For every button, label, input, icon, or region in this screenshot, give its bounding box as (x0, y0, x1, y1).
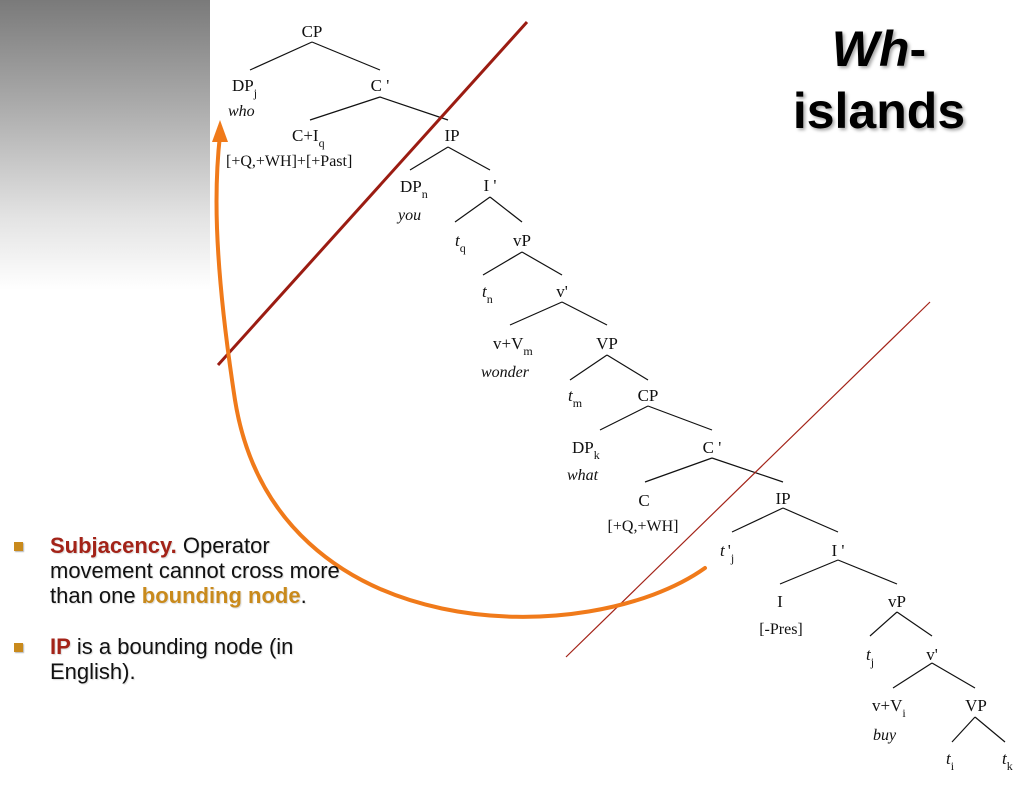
node-vp-small-1: vP (513, 231, 531, 250)
slide-title: Wh-islands (792, 21, 966, 139)
bullet-subjacency: Subjacency. Operator movement cannot cro… (12, 533, 352, 608)
node-i-2: I (777, 592, 783, 611)
node-c-i-q: C+Iq (292, 126, 325, 150)
trace-t-j: tj (866, 645, 874, 669)
word-you: you (396, 207, 421, 224)
bullet-list: Subjacency. Operator movement cannot cro… (12, 533, 352, 710)
word-who: who (228, 103, 255, 120)
node-cp-2: CP (638, 386, 659, 405)
trace-t-i: ti (946, 749, 955, 773)
node-v-v-m: v+Vm (493, 334, 533, 358)
node-dp-n: DPn (400, 177, 428, 201)
node-ip-1: IP (444, 126, 459, 145)
node-v-v-i: v+Vi (872, 696, 906, 720)
trace-t-q: tq (455, 231, 466, 255)
features-i-2: [-Pres] (759, 621, 803, 638)
word-what: what (567, 467, 599, 484)
node-i-bar-2: I ' (832, 541, 845, 560)
node-vp-small-2: vP (888, 592, 906, 611)
node-c-2: C (638, 491, 649, 510)
node-c-bar-1: C ' (371, 76, 390, 95)
word-wonder: wonder (481, 364, 530, 381)
movement-arrow-curve (214, 133, 707, 619)
decorative-gradient-panel (0, 0, 210, 290)
node-dp-k: DPk (572, 438, 600, 462)
node-vp-1: VP (596, 334, 618, 353)
trace-t-n: tn (482, 282, 493, 306)
term-bounding-node: bounding node (141, 583, 301, 608)
node-cp-root: CP (302, 22, 323, 41)
node-v-bar-2: v' (926, 645, 938, 664)
trace-t-m: tm (568, 386, 583, 410)
node-ip-2: IP (775, 489, 790, 508)
movement-arrowhead (212, 120, 228, 142)
term-subjacency: Subjacency. (50, 533, 177, 558)
features-c-2: [+Q,+WH] (608, 518, 679, 535)
bounding-line-upper (216, 20, 529, 367)
word-buy: buy (873, 727, 897, 744)
node-vp-2: VP (965, 696, 987, 715)
trace-t-prime-j: t'j (720, 541, 734, 565)
node-c-bar-2: C ' (703, 438, 722, 457)
node-dp-j: DPj (232, 76, 257, 100)
bullet-square-icon (14, 643, 23, 652)
node-v-bar-1: v' (556, 282, 568, 301)
tree-branches (249, 41, 1006, 743)
bullet-ip-bounding: IP is a bounding node (in English). (12, 634, 352, 684)
trace-t-k: tk (1002, 749, 1013, 773)
bullet-square-icon (14, 542, 23, 551)
features-c-i-q: [+Q,+WH]+[+Past] (226, 153, 352, 170)
bounding-line-lower (565, 301, 931, 658)
node-i-bar-1: I ' (484, 176, 497, 195)
term-ip: IP (50, 634, 71, 659)
